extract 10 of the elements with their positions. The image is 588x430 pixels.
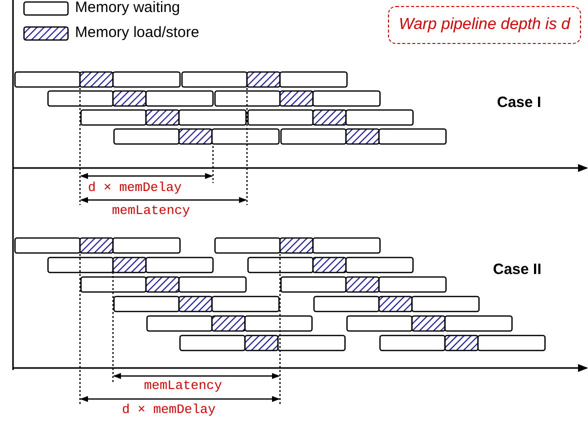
- case-label: Case I: [497, 95, 542, 111]
- dimension-label: memLatency: [112, 203, 190, 219]
- dimension-label: d × memDelay: [122, 402, 216, 418]
- note-text: Warp pipeline depth is d: [398, 16, 570, 34]
- legend-label: Memory load/store: [75, 25, 200, 41]
- legend-label: Memory waiting: [75, 0, 180, 16]
- note-box: [388, 6, 581, 44]
- dimension-label: d × memDelay: [88, 180, 182, 196]
- dimension-label: memLatency: [144, 378, 222, 394]
- case-label: Case II: [493, 262, 542, 278]
